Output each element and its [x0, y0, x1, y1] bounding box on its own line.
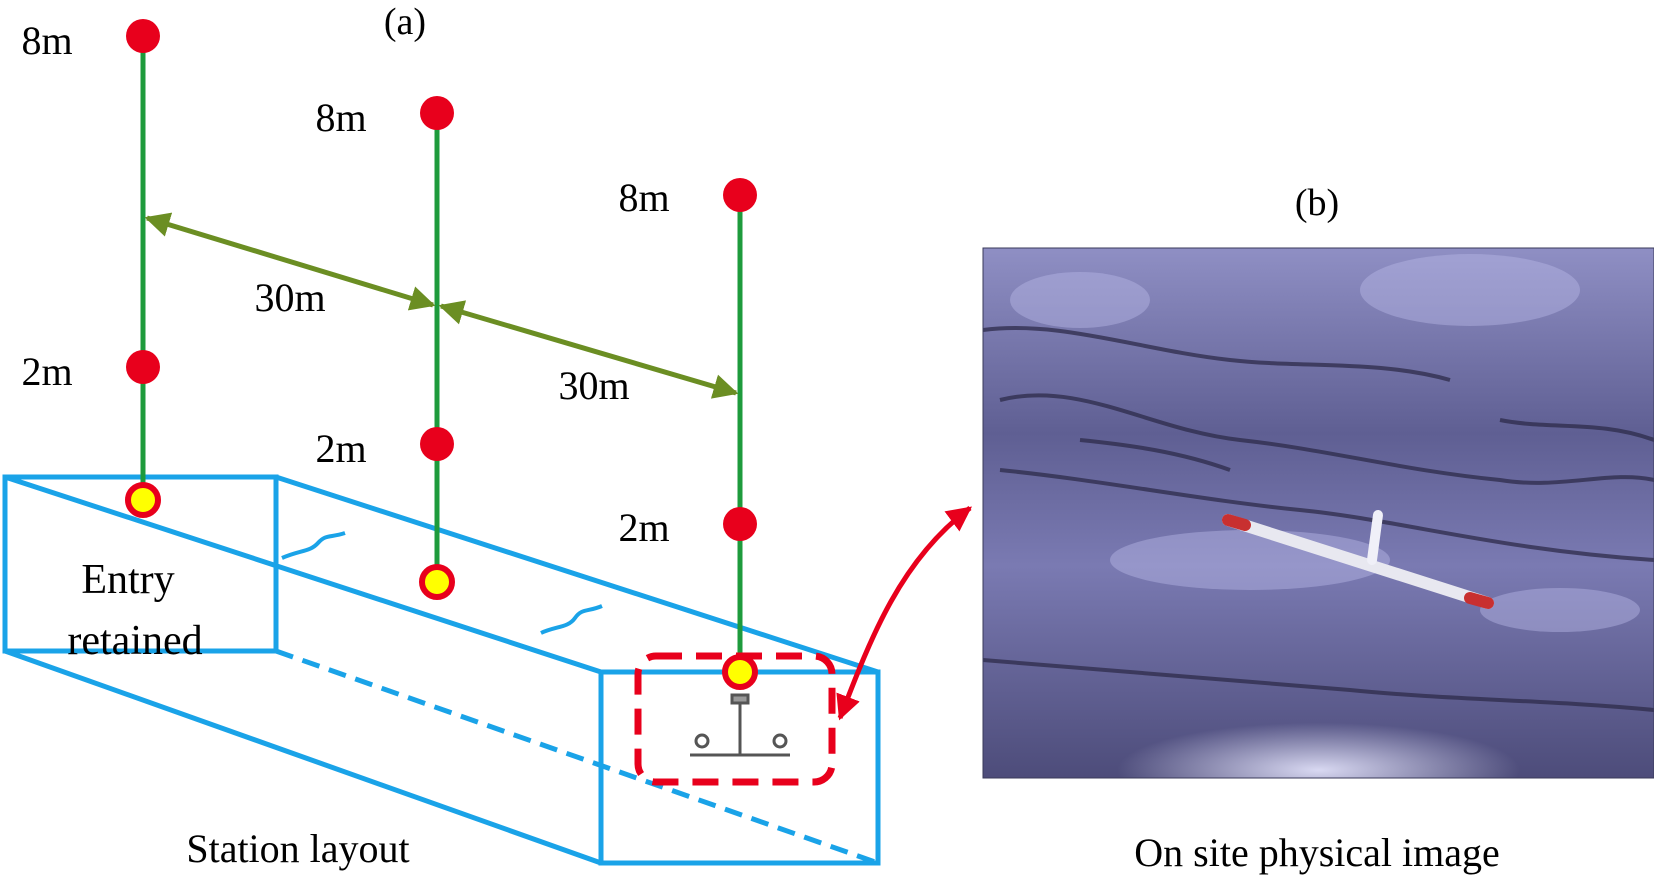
depth-label-2m: 2m: [618, 505, 669, 550]
entry-label-line1: Entry: [81, 557, 174, 603]
spacing-arrows: [147, 218, 736, 393]
spacing-label-2: 30m: [558, 363, 629, 408]
panel-a-label: (a): [384, 1, 426, 43]
anchor-point-8m: [723, 178, 757, 212]
panel-b: (b): [983, 182, 1654, 875]
anchor-point-2m: [723, 507, 757, 541]
spacing-label-1: 30m: [254, 275, 325, 320]
anchor-point-8m: [126, 19, 160, 53]
panel-b-label: (b): [1295, 182, 1339, 224]
depth-label-8m: 8m: [315, 95, 366, 140]
anchor-point-2m: [126, 350, 160, 384]
roadway-top-edge-back: [276, 477, 878, 672]
photo-floor-glow: [983, 620, 1654, 778]
depth-label-8m: 8m: [21, 18, 72, 63]
break-mark: [541, 606, 602, 633]
anchor-point-8m: [420, 96, 454, 130]
entry-label-line2: retained: [67, 618, 202, 664]
depth-label-2m: 2m: [315, 426, 366, 471]
site-photo: [983, 248, 1654, 778]
borehole-1: 8m 2m: [21, 18, 160, 515]
anchor-point-2m: [420, 427, 454, 461]
panel-a: (a) Entry retained 8m 2m: [5, 1, 878, 871]
panel-a-caption: Station layout: [186, 826, 409, 871]
borehole-collar: [725, 657, 755, 687]
break-mark: [282, 533, 345, 558]
callout-connector-arrow: [840, 508, 970, 718]
borehole-collar: [422, 567, 452, 597]
sensor-device-icon: [690, 695, 790, 755]
borehole-2: 8m 2m: [315, 95, 454, 597]
borehole-collar: [128, 485, 158, 515]
panel-b-caption: On site physical image: [1134, 830, 1499, 875]
depth-label-2m: 2m: [21, 349, 72, 394]
depth-label-8m: 8m: [618, 175, 669, 220]
